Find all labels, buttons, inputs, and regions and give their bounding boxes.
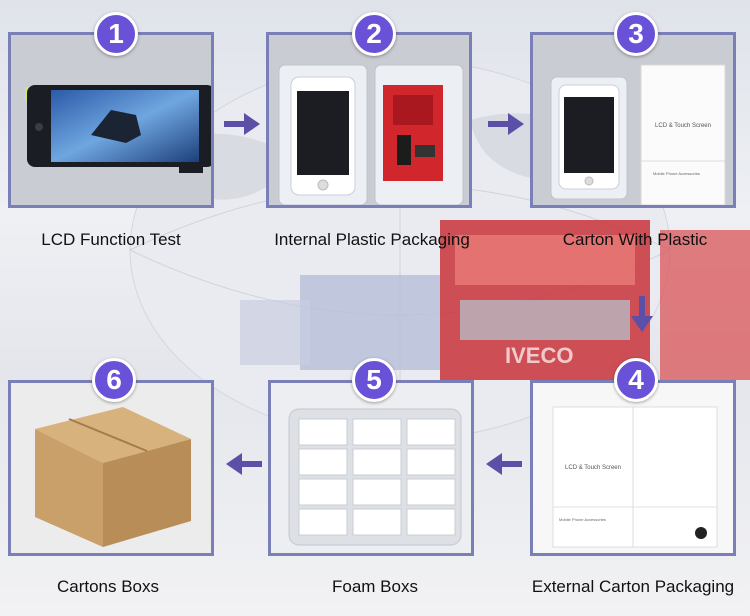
carton-3-title: LCD & Touch Screen	[655, 123, 711, 129]
step-3-badge: 3	[614, 12, 658, 56]
truck-brand-text: IVECO	[505, 343, 573, 368]
step-4-caption: External Carton Packaging	[531, 577, 735, 596]
truck-illustration	[240, 220, 750, 380]
arrow-left-icon	[486, 453, 522, 475]
carton-4-subtitle: Mobile Phone Accessories	[559, 517, 606, 522]
step-6-badge: 6	[92, 358, 136, 402]
step-3-panel: LCD & Touch Screen Mobile Phone Accessor…	[530, 32, 736, 208]
lcd-screen-image	[25, 85, 211, 173]
step-5-caption: Foam Boxs	[332, 577, 418, 596]
step-5-badge: 5	[352, 358, 396, 402]
carton-4-title: LCD & Touch Screen	[565, 465, 621, 471]
carton-3-subtitle: Mobile Phone Accessories	[653, 171, 700, 176]
arrow-right-icon	[488, 113, 524, 135]
plastic-tray-image	[278, 64, 464, 205]
step-2-badge: 2	[352, 12, 396, 56]
arrow-left-icon	[226, 453, 262, 475]
carton-with-plastic-image	[550, 64, 726, 205]
step-6-caption: Cartons Boxs	[56, 577, 160, 596]
step-2-panel	[266, 32, 472, 208]
external-carton-image	[533, 383, 733, 553]
step-4-panel: LCD & Touch Screen Mobile Phone Accessor…	[530, 380, 736, 556]
step-3-caption: Carton With Plastic	[562, 230, 708, 249]
arrow-right-icon	[224, 113, 260, 135]
cardboard-box-image	[11, 383, 211, 553]
step-2-caption: Internal Plastic Packaging	[274, 230, 470, 249]
foam-boxes-image	[271, 383, 471, 553]
step-4-badge: 4	[614, 358, 658, 402]
step-1-caption: LCD Function Test	[41, 230, 181, 249]
step-1-panel	[8, 32, 214, 208]
step-5-panel	[268, 380, 474, 556]
step-6-panel	[8, 380, 214, 556]
step-1-badge: 1	[94, 12, 138, 56]
arrow-down-icon	[631, 296, 653, 332]
